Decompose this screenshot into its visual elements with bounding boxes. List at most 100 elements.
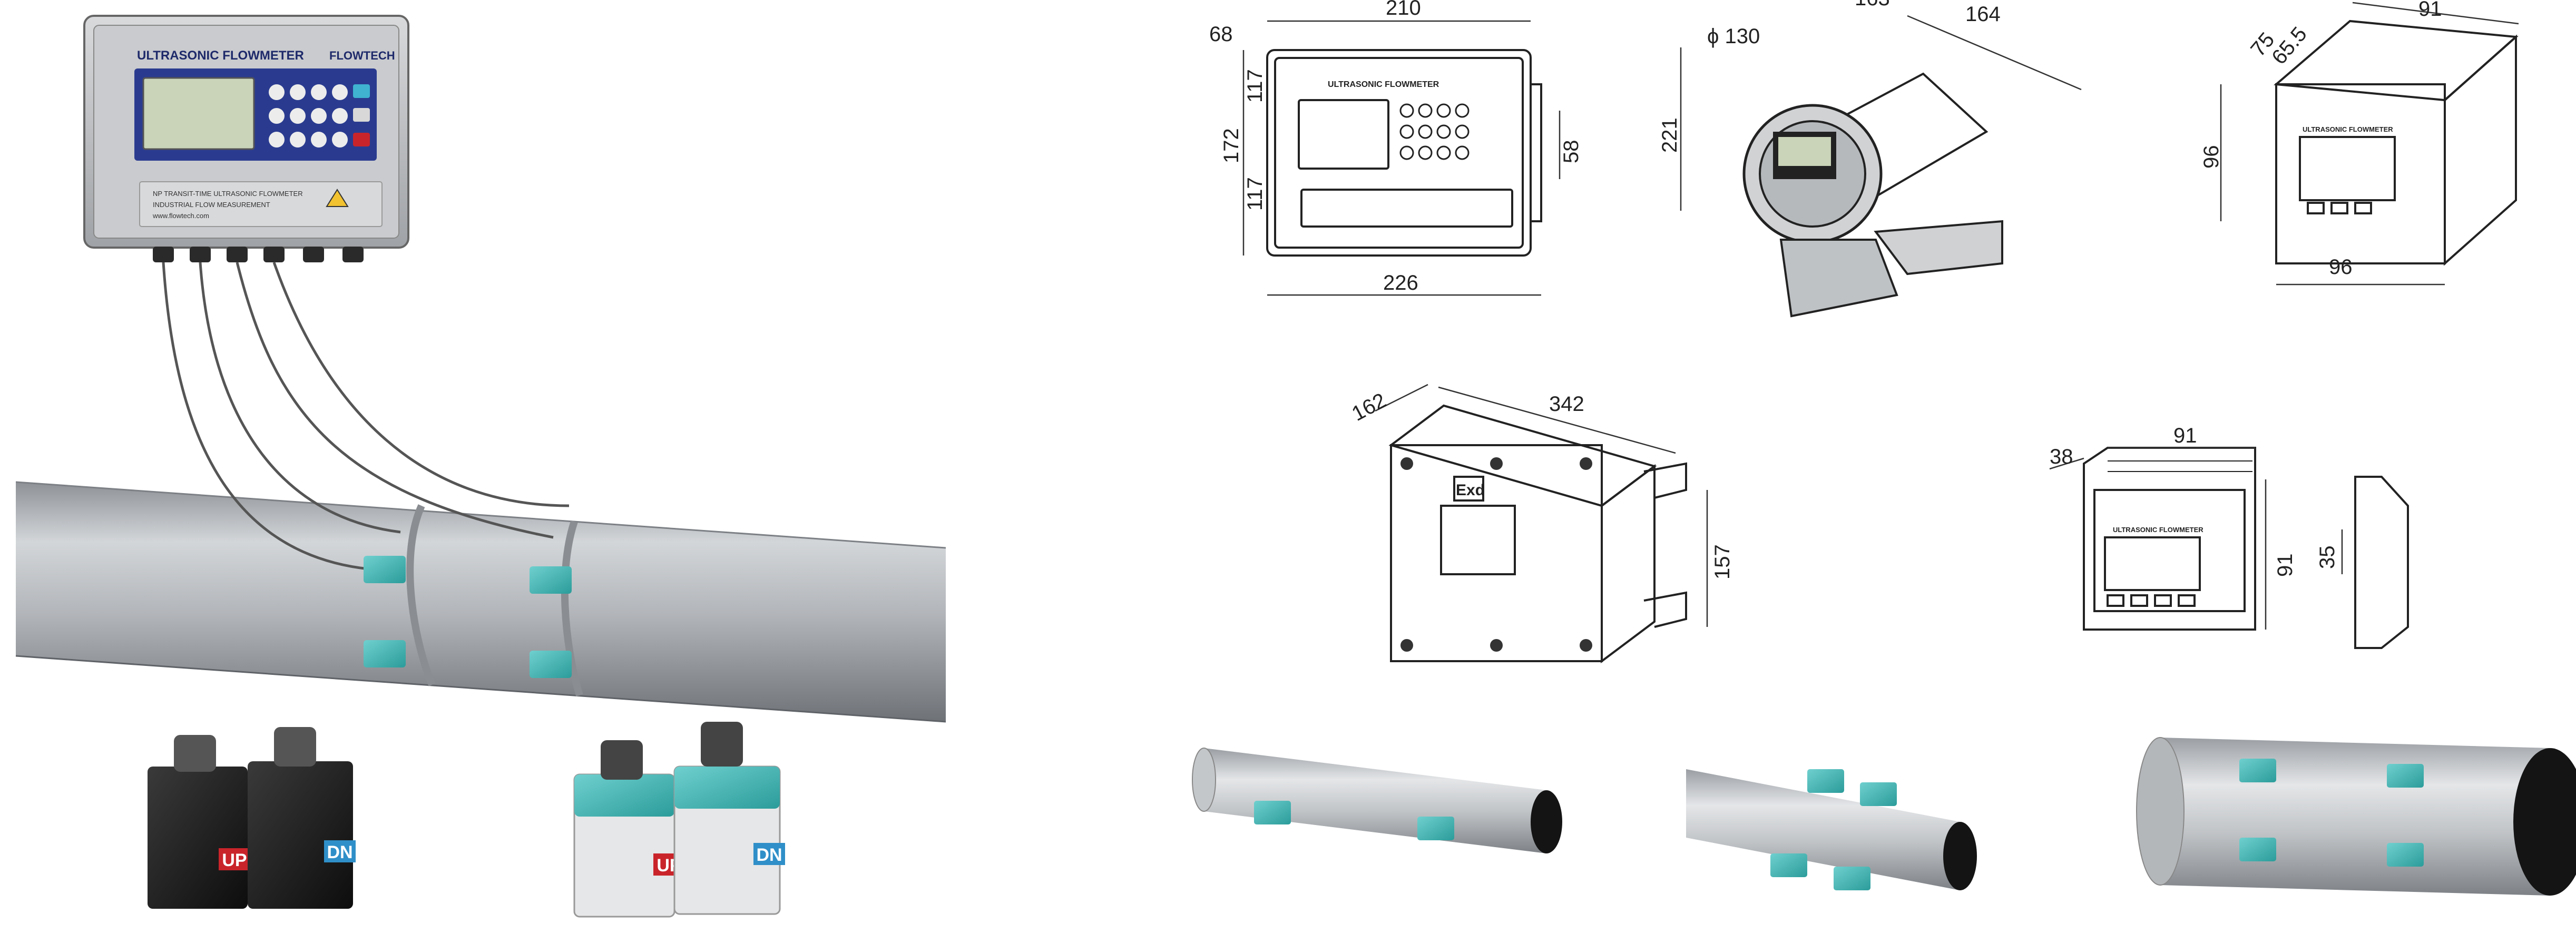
dim-length: 164 xyxy=(1965,3,2001,26)
cable-glands xyxy=(153,247,364,262)
info-line: NP TRANSIT-TIME ULTRASONIC FLOWMETER xyxy=(153,190,303,198)
panel-mount-drawing: ULTRASONIC FLOWMETER 91 75 65.5 96 96 xyxy=(2200,0,2519,286)
clamp-sensor xyxy=(1254,801,1291,824)
keypad-key xyxy=(290,132,306,148)
clamp-sensor xyxy=(2387,764,2424,788)
enclosure-bolts xyxy=(1400,457,1592,652)
unit-brand: FLOWTECH xyxy=(329,49,395,62)
unit-title: ULTRASONIC FLOWMETER xyxy=(137,48,304,63)
din-rail-drawing: ULTRASONIC FLOWMETER 38 91 91 35 xyxy=(2049,424,2409,649)
black-transducer-up: UP xyxy=(148,735,250,909)
main-flowmeter-unit: ULTRASONIC FLOWMETER FLOWTECH xyxy=(83,15,409,262)
info-line: INDUSTRIAL FLOW MEASUREMENT xyxy=(153,201,270,209)
menu-key xyxy=(353,108,370,122)
dn-label xyxy=(324,840,356,862)
dim-rail: 35 xyxy=(2316,546,2339,569)
keypad-key xyxy=(332,84,348,100)
dim-side-a: 117 xyxy=(1243,69,1267,103)
escape-key xyxy=(353,133,370,146)
dim-bottom: 226 xyxy=(1383,271,1418,294)
enclosure-bolt xyxy=(1490,639,1503,652)
installation-scene: ULTRASONIC FLOWMETER FLOWTECH xyxy=(15,15,946,918)
info-label xyxy=(139,181,383,227)
black-transducer-pair: UP DN xyxy=(148,727,356,909)
mounted-sensor xyxy=(364,556,406,583)
clamp-sensor xyxy=(1834,867,1870,890)
dim-width: 96 xyxy=(2329,256,2353,279)
enclosure-bolt xyxy=(1580,639,1592,652)
dim-left-top: 68 xyxy=(1209,23,1233,46)
mounted-sensors xyxy=(364,556,572,678)
keypad-key xyxy=(290,108,306,124)
dim-top: 210 xyxy=(1386,0,1421,19)
clamp-sensor xyxy=(1860,782,1897,806)
mounted-sensor xyxy=(364,640,406,667)
dim-side-b: 117 xyxy=(1243,177,1267,211)
dim-height: 221 xyxy=(1658,117,1681,153)
din-title: ULTRASONIC FLOWMETER xyxy=(2113,526,2203,534)
clamp-sensor xyxy=(1807,769,1844,793)
pipe-install-large-pipe xyxy=(2136,737,2576,896)
dn-label-text: DN xyxy=(756,845,782,865)
keypad-key xyxy=(332,132,348,148)
enter-key xyxy=(353,84,370,98)
keypad-key xyxy=(269,132,285,148)
black-transducer-dn: DN xyxy=(248,727,356,909)
dim-depth: 38 xyxy=(2050,445,2073,468)
warning-icon xyxy=(326,189,349,207)
enclosure-bolt xyxy=(1400,639,1413,652)
dn-label-text: DN xyxy=(327,842,352,862)
dim-b: 65.5 xyxy=(2267,23,2311,69)
dim-height: 91 xyxy=(2274,554,2297,577)
enclosure-bolt xyxy=(1580,457,1592,470)
dim-right: 58 xyxy=(1560,140,1583,164)
cable-gland xyxy=(303,247,324,262)
integrated-unit-drawing: ϕ 130 221 163 164 xyxy=(1658,0,2082,318)
mounted-sensor xyxy=(530,651,572,678)
lcd-display xyxy=(142,77,255,150)
transducer-cables xyxy=(162,262,570,571)
keypad-key xyxy=(311,108,327,124)
dim-height: 172 xyxy=(1220,128,1243,163)
pipe-install-v-method xyxy=(1192,748,1562,853)
keypad-key xyxy=(290,84,306,100)
dim-diameter: ϕ 130 xyxy=(1707,25,1760,48)
up-label-text: UP xyxy=(222,850,247,870)
dim-depth: 91 xyxy=(2418,0,2442,21)
keypad-key xyxy=(269,84,285,100)
clamp-sensor xyxy=(2387,843,2424,867)
dim-length: 342 xyxy=(1549,392,1584,416)
cable-gland xyxy=(153,247,174,262)
cable-gland xyxy=(227,247,248,262)
cable-gland xyxy=(263,247,285,262)
mounted-sensor xyxy=(530,566,572,594)
pipe-clamp-bands xyxy=(406,504,583,697)
wall-mount-title: ULTRASONIC FLOWMETER xyxy=(1328,80,1439,89)
clamp-sensor xyxy=(2239,759,2276,782)
wall-mount-drawing: ULTRASONIC FLOWMETER 210 68 172 117 117 … xyxy=(1209,0,1583,296)
exd-mark: Exd xyxy=(1456,482,1485,499)
teal-transducer-up: UP xyxy=(573,740,685,918)
dim-height: 96 xyxy=(2200,145,2223,169)
teal-transducer-pair: UP DN xyxy=(573,722,785,918)
teal-transducer-dn: DN xyxy=(673,722,785,915)
panel-title: ULTRASONIC FLOWMETER xyxy=(2303,125,2393,133)
cable-gland xyxy=(190,247,211,262)
clamp-sensor xyxy=(1417,817,1454,840)
dn-label xyxy=(753,843,785,865)
keypad-key xyxy=(311,84,327,100)
explosion-proof-drawing: Exd 162 342 157 xyxy=(1348,384,1734,663)
up-label xyxy=(219,848,250,870)
clamp-sensor xyxy=(2239,838,2276,861)
dim-top: 163 xyxy=(1855,0,1890,10)
enclosure-bolt xyxy=(1400,457,1413,470)
keypad xyxy=(269,84,370,148)
dim-height: 157 xyxy=(1711,544,1734,580)
pipe-install-z-method xyxy=(1686,769,1977,890)
dim-width: 91 xyxy=(2173,424,2197,447)
clamp-sensor xyxy=(1770,853,1807,877)
terminal-block xyxy=(2108,460,2252,472)
keypad-key xyxy=(311,132,327,148)
enclosure-bolt xyxy=(1490,457,1503,470)
main-pipe xyxy=(15,481,946,723)
